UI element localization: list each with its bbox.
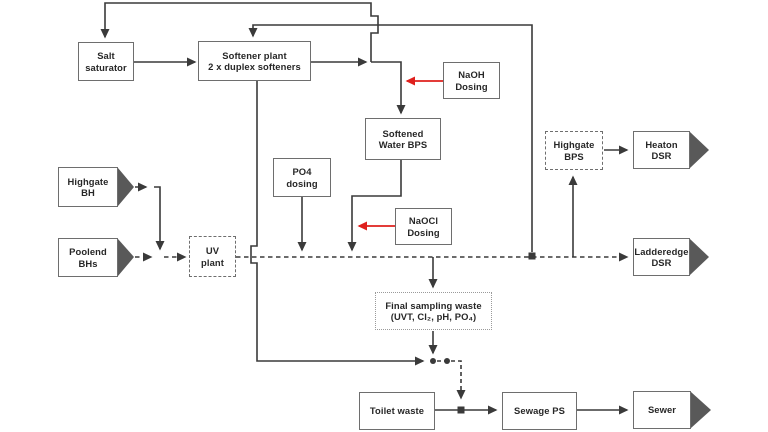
line-mainline-to-softener-feed [248,24,533,252]
node-salt-saturator-label: Salt saturator [85,50,127,73]
node-softener-plant: Softener plant 2 x duplex softeners [198,41,311,81]
junction-square-sewage-line [457,406,465,414]
sewer-arrow-tip [691,392,711,428]
node-sewer: Sewer [633,391,691,429]
node-poolend-bhs: Poolend BHs [58,238,118,277]
node-po4-dosing: PO4 dosing [273,158,331,197]
poolend-bhs-arrow-tip [118,239,134,276]
node-toilet-waste: Toilet waste [359,392,435,430]
node-softened-water-bps-label: Softened Water BPS [378,127,428,150]
node-highgate-bh-label: Highgate BH [67,175,109,198]
node-naocl-dosing: NaOCl Dosing [395,208,452,245]
node-naoh-dosing: NaOH Dosing [443,62,500,99]
node-uv-plant: UV plant [189,236,236,277]
node-uv-plant-label: UV plant [201,245,224,268]
node-softener-plant-label: Softener plant 2 x duplex softeners [208,49,301,72]
heaton-dsr-arrow-tip [690,132,709,168]
line-softener-drain-to-waste [250,81,425,366]
node-highgate-bh: Highgate BH [58,167,118,207]
node-highgate-bps-label: Highgate BPS [553,139,595,162]
highgate-bh-arrow-tip [118,168,134,206]
node-poolend-bhs-label: Poolend BHs [69,246,107,269]
node-final-sampling-waste-label: Final sampling waste (UVT, Cl₂, pH, PO₄) [385,299,482,322]
node-salt-saturator: Salt saturator [78,42,134,81]
junction-dot-waste-1 [430,358,436,364]
junction-square-mainline [528,252,536,260]
ladderedge-dsr-arrow-tip [690,239,709,275]
line-softened-return-to-salt-saturator [100,2,379,62]
node-heaton-dsr-label: Heaton DSR [645,138,678,161]
node-naoh-dosing-label: NaOH Dosing [455,69,488,92]
line-waste-to-sewage-junction [437,360,466,400]
node-sewer-label: Sewer [647,404,677,416]
node-po4-dosing-label: PO4 dosing [286,166,318,189]
line-junction-to-softened-water-bps [371,61,406,115]
node-softened-water-bps: Softened Water BPS [365,118,441,160]
node-heaton-dsr: Heaton DSR [633,131,690,169]
node-ladderedge-dsr: Ladderedge DSR [633,238,690,276]
node-sewage-ps-label: Sewage PS [514,405,565,417]
node-final-sampling-waste: Final sampling waste (UVT, Cl₂, pH, PO₄) [375,292,492,330]
node-naocl-dosing-label: NaOCl Dosing [407,215,440,238]
node-highgate-bps: Highgate BPS [545,131,603,170]
line-softened-water-bps-return [347,160,402,252]
junction-dot-waste-2 [444,358,450,364]
node-toilet-waste-label: Toilet waste [369,405,425,417]
node-ladderedge-dsr-label: Ladderedge DSR [634,245,689,268]
node-sewage-ps: Sewage PS [502,392,577,430]
line-highgate-bh-down [154,186,165,251]
